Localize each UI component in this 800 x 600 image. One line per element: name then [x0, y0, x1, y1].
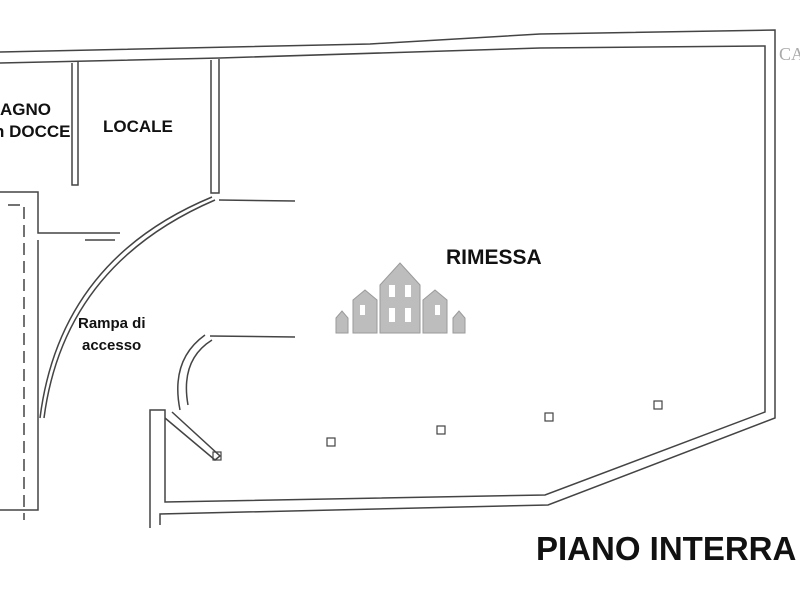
room-label-rampa: Rampa di — [78, 315, 146, 332]
room-label-docce: n DOCCE — [0, 122, 71, 141]
room-label-locale: LOCALE — [103, 117, 173, 136]
interior-walls — [0, 59, 296, 520]
room-label-bagno: AGNO — [0, 100, 51, 119]
watermark-text: CA — [779, 44, 800, 64]
pillars — [212, 400, 663, 461]
room-label-rimessa: RIMESSA — [446, 246, 542, 269]
room-label-accesso: accesso — [82, 337, 142, 354]
watermark-logo-icon — [335, 262, 466, 334]
floor-title: PIANO INTERRA — [536, 530, 797, 567]
outer-wall — [0, 29, 776, 528]
